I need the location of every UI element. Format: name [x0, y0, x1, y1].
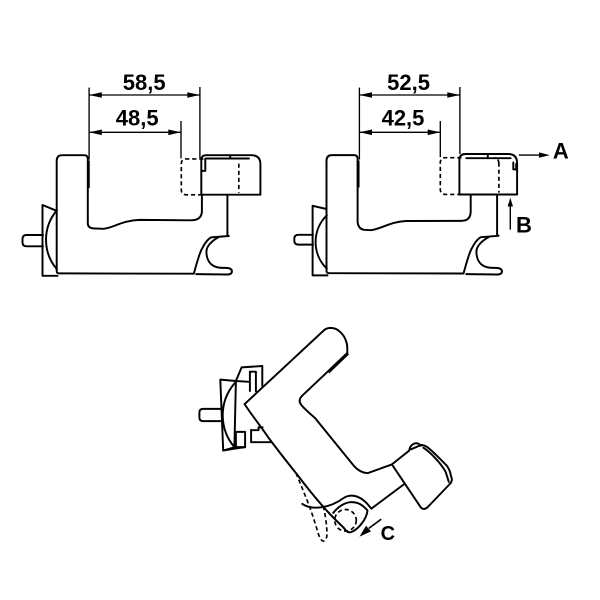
svg-text:C: C [381, 523, 395, 545]
svg-text:58,5: 58,5 [123, 70, 166, 95]
svg-text:52,5: 52,5 [387, 70, 430, 95]
svg-text:B: B [516, 212, 532, 237]
svg-text:42,5: 42,5 [382, 106, 425, 131]
svg-text:48,5: 48,5 [116, 106, 159, 131]
svg-text:A: A [553, 139, 569, 164]
